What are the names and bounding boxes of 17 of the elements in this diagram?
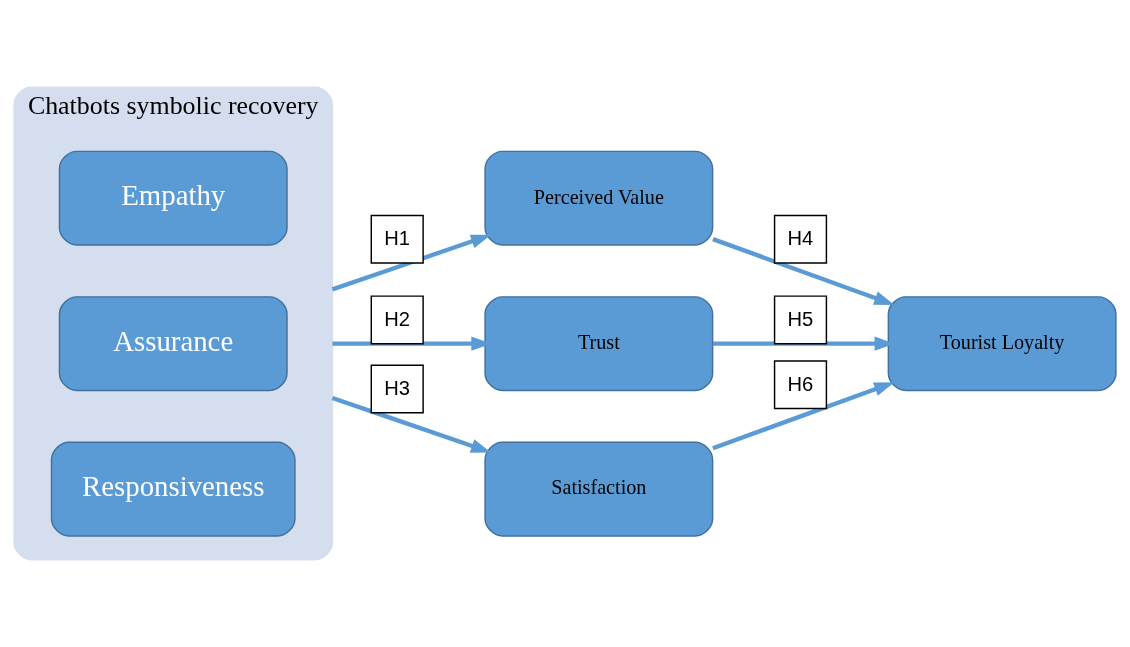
node-box: Trust	[484, 296, 714, 392]
node-box: Empathy	[58, 150, 288, 246]
node-box: Perceived Value	[484, 150, 714, 246]
edge-label: H3	[384, 377, 411, 400]
arrow	[331, 395, 492, 453]
edge-label: H4	[787, 227, 814, 250]
arrow	[712, 237, 895, 306]
arrow	[331, 234, 492, 292]
edge-label: H5	[787, 307, 814, 330]
node-box: Responsiveness	[50, 441, 296, 537]
node-box: Assurance	[58, 296, 288, 392]
arrow	[712, 382, 895, 451]
edge-label: H1	[384, 227, 411, 250]
node-box: Tourist Loyalty	[887, 296, 1117, 392]
edge-label: H6	[787, 372, 814, 395]
node-box: Satisfaction	[484, 441, 714, 537]
edge-label: H2	[384, 307, 411, 330]
